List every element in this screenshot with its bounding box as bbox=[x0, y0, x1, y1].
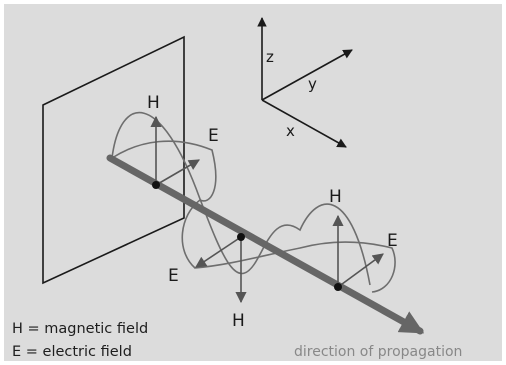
axis-point-1 bbox=[152, 181, 160, 189]
h-label-top: H bbox=[147, 93, 160, 113]
propagation-arrow bbox=[106, 154, 425, 335]
h-label-bottom: H bbox=[232, 311, 245, 331]
y-axis-label: y bbox=[308, 75, 317, 93]
e-label-left: E bbox=[168, 266, 179, 286]
axis-point-2 bbox=[237, 233, 245, 241]
h-label-right: H bbox=[329, 187, 342, 207]
axis-point-3 bbox=[334, 283, 342, 291]
electric-field-wave bbox=[111, 140, 396, 293]
source-plane bbox=[42, 35, 185, 285]
e-vector-right bbox=[337, 253, 384, 288]
y-axis bbox=[261, 49, 353, 101]
x-axis bbox=[261, 99, 347, 148]
e-vector-left bbox=[195, 236, 242, 268]
x-axis-label: x bbox=[286, 122, 295, 140]
e-vector-upper bbox=[155, 159, 200, 186]
field-vectors bbox=[150, 115, 384, 304]
e-label-upper: E bbox=[208, 126, 219, 146]
coordinate-axes: z y x bbox=[257, 17, 353, 148]
e-label-right: E bbox=[387, 231, 398, 251]
background-panel bbox=[4, 4, 502, 361]
legend-electric-field: E = electric field bbox=[12, 344, 132, 360]
z-axis-label: z bbox=[266, 48, 274, 66]
propagation-caption: direction of propagation bbox=[294, 344, 462, 360]
legend-magnetic-field: H = magnetic field bbox=[12, 321, 148, 337]
